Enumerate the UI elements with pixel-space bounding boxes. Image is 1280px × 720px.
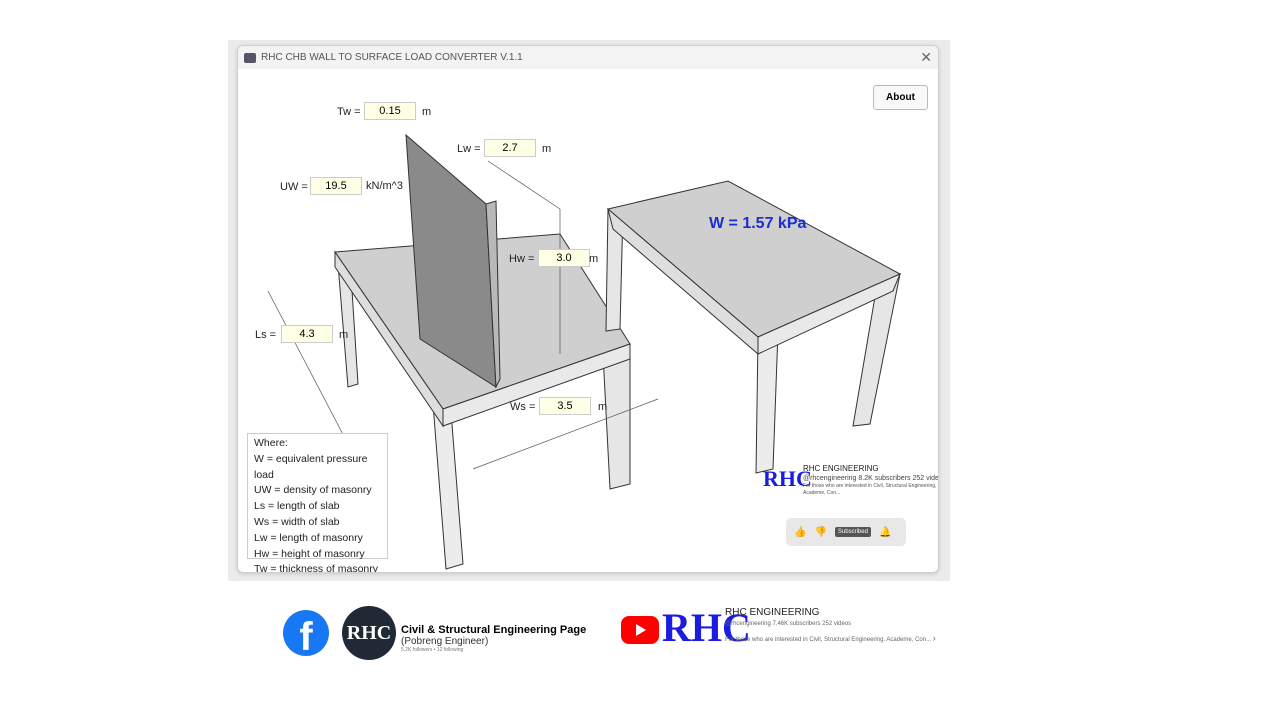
channel-card: RHC RHC ENGINEERING @rhcengineering 8.2K… <box>763 464 938 504</box>
lw-unit: m <box>542 143 552 155</box>
uw-label: UW = <box>280 181 308 193</box>
ls-input[interactable] <box>281 325 333 343</box>
legend-item: Ls = length of slab <box>254 500 340 513</box>
rhc-page-logo: RHC <box>342 606 396 660</box>
fb-page-meta: 5.2K followers • 12 following <box>401 647 464 653</box>
legend-item: UW = density of masonry <box>254 484 372 497</box>
slab-edge <box>334 250 444 428</box>
title-bar: RHC CHB WALL TO SURFACE LOAD CONVERTER V… <box>238 46 938 69</box>
thumbs-down-icon[interactable]: 👎 <box>814 526 827 538</box>
legend-title: Where: <box>254 437 288 449</box>
legend-item: Ws = width of slab <box>254 515 340 528</box>
dimension-line <box>472 398 659 470</box>
yt-channel-desc: For those who are interested in Civil, S… <box>725 633 940 643</box>
channel-desc: For those who are interested in Civil, S… <box>803 483 937 496</box>
ws-label: Ws = <box>510 401 536 413</box>
wall-edge <box>485 200 501 389</box>
facebook-icon[interactable]: f <box>283 610 329 656</box>
rhc-channel-logo: RHC <box>662 605 751 650</box>
diagram <box>267 133 902 570</box>
result-pressure: W = 1.57 kPa <box>709 215 807 232</box>
legend-item: Lw = length of masonry <box>254 531 363 544</box>
legend-box: Where: W = equivalent pressure load UW =… <box>247 433 388 572</box>
rhc-logo: RHC <box>763 466 812 491</box>
slab-edge <box>757 273 901 355</box>
yt-desc-text: For those who are interested in Civil, S… <box>725 637 932 643</box>
chevron-right-icon[interactable]: › <box>932 633 936 643</box>
lw-input[interactable] <box>484 139 536 157</box>
uw-unit: kN/m^3 <box>366 180 403 192</box>
about-button[interactable]: About <box>873 85 928 110</box>
subscribe-bar: 👍 👎 Subscribed 🔔 <box>786 518 906 546</box>
legend-item: Tw = thickness of masonry <box>254 563 379 573</box>
lw-label: Lw = <box>457 143 481 155</box>
ls-label: Ls = <box>255 329 277 341</box>
app-window: RHC CHB WALL TO SURFACE LOAD CONVERTER V… <box>237 45 939 573</box>
fb-page-subtitle: (Pobreng Engineer) <box>401 636 489 647</box>
hw-unit: m <box>589 253 599 265</box>
hw-label: Hw = <box>509 253 535 265</box>
youtube-icon[interactable] <box>621 616 659 644</box>
hw-input[interactable] <box>538 249 590 267</box>
tw-label: Tw = <box>337 106 361 118</box>
window-title: RHC CHB WALL TO SURFACE LOAD CONVERTER V… <box>261 52 523 63</box>
yt-channel-info: RHC ENGINEERING @rhcengineering 7.46K su… <box>725 607 940 643</box>
channel-handle: @rhcengineering 8.2K subscribers 252 vid… <box>803 475 939 482</box>
thumbs-up-icon[interactable]: 👍 <box>794 526 807 538</box>
ws-input[interactable] <box>539 397 591 415</box>
ls-unit: m <box>339 329 349 341</box>
dimension-line <box>487 160 561 210</box>
dimension-line <box>267 290 349 445</box>
close-icon[interactable]: ✕ <box>920 49 932 65</box>
uw-input[interactable] <box>310 177 362 195</box>
bell-icon[interactable]: 🔔 <box>878 526 892 538</box>
subscribed-button[interactable]: Subscribed <box>834 527 871 537</box>
app-icon <box>244 52 256 63</box>
legend-item: Hw = height of masonry <box>254 547 365 560</box>
fb-page-info: Civil & Structural Engineering Page (Pob… <box>401 624 586 653</box>
yt-channel-handle: @rhcengineering 7.46K subscribers 252 vi… <box>725 621 852 627</box>
tw-unit: m <box>422 106 432 118</box>
legend-item: W = equivalent pressure load <box>254 452 368 481</box>
ws-unit: m <box>598 401 608 413</box>
yt-channel-name[interactable]: RHC ENGINEERING <box>725 607 820 618</box>
tw-input[interactable] <box>364 102 416 120</box>
fb-page-title[interactable]: Civil & Structural Engineering Page <box>401 624 587 636</box>
channel-name: RHC ENGINEERING <box>803 464 879 473</box>
